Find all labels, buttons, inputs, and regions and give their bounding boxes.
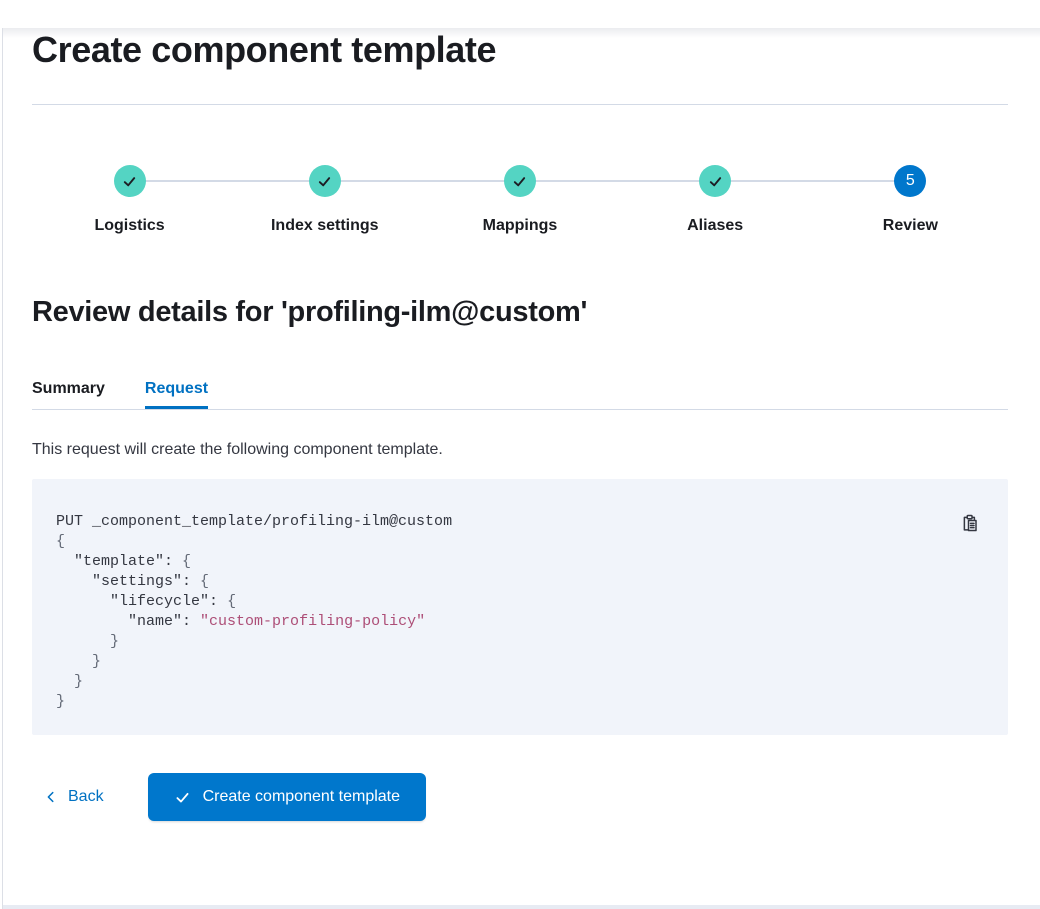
step-complete-check-icon bbox=[699, 165, 732, 197]
code-line: "template": { bbox=[74, 553, 192, 570]
check-icon bbox=[176, 792, 189, 802]
step-aliases[interactable]: Aliases bbox=[618, 165, 813, 236]
page-title: Create component template bbox=[32, 29, 497, 70]
tab-request[interactable]: Request bbox=[145, 377, 208, 409]
review-heading: Review details for 'profiling-ilm@custom… bbox=[32, 296, 588, 328]
step-label: Aliases bbox=[687, 217, 744, 234]
chevron-left-icon bbox=[47, 791, 54, 803]
request-code-block: PUT _component_template/profiling-ilm@cu… bbox=[32, 479, 1008, 735]
step-logistics[interactable]: Logistics bbox=[32, 165, 227, 236]
step-mappings[interactable]: Mappings bbox=[422, 165, 617, 236]
check-icon bbox=[319, 176, 331, 186]
copy-clipboard-icon[interactable] bbox=[960, 513, 980, 533]
step-label: Mappings bbox=[482, 217, 558, 234]
step-complete-check-icon bbox=[113, 165, 146, 197]
step-label: Logistics bbox=[94, 217, 165, 234]
create-button-label: Create component template bbox=[202, 788, 401, 805]
back-button[interactable]: Back bbox=[32, 773, 112, 821]
check-icon bbox=[514, 176, 526, 186]
check-icon bbox=[123, 176, 136, 186]
review-tabs: Summary Request bbox=[32, 377, 1008, 410]
code-line: } bbox=[110, 633, 120, 650]
step-complete-check-icon bbox=[503, 165, 536, 197]
code-line: { bbox=[56, 533, 66, 550]
step-index-settings[interactable]: Index settings bbox=[227, 165, 422, 236]
code-line: } bbox=[92, 653, 102, 670]
top-shadow bbox=[3, 28, 1040, 38]
code-line: "lifecycle": { bbox=[110, 593, 237, 610]
step-label: Index settings bbox=[270, 217, 379, 234]
check-icon bbox=[709, 176, 721, 186]
header-divider bbox=[32, 104, 1008, 105]
tab-summary[interactable]: Summary bbox=[32, 377, 105, 409]
code-line: PUT _component_template/profiling-ilm@cu… bbox=[56, 513, 453, 530]
bottom-panel-edge bbox=[3, 905, 1040, 909]
step-label: Review bbox=[882, 217, 938, 234]
create-component-template-page: Create component template Logistics Index… bbox=[0, 28, 1040, 821]
create-component-template-button[interactable]: Create component template bbox=[147, 773, 427, 821]
back-button-label: Back bbox=[68, 788, 104, 805]
request-code: PUT _component_template/profiling-ilm@cu… bbox=[56, 512, 984, 712]
code-line: "name": "custom-profiling-policy" bbox=[128, 613, 426, 630]
code-line: } bbox=[74, 673, 84, 690]
step-current-number: 5 bbox=[894, 165, 927, 197]
wizard-footer: Back Create component template bbox=[32, 773, 1008, 821]
left-panel-edge bbox=[2, 28, 3, 909]
code-line: "settings": { bbox=[92, 573, 210, 590]
request-description: This request will create the following c… bbox=[32, 441, 443, 458]
step-complete-check-icon bbox=[308, 165, 341, 197]
code-line: } bbox=[56, 693, 66, 710]
